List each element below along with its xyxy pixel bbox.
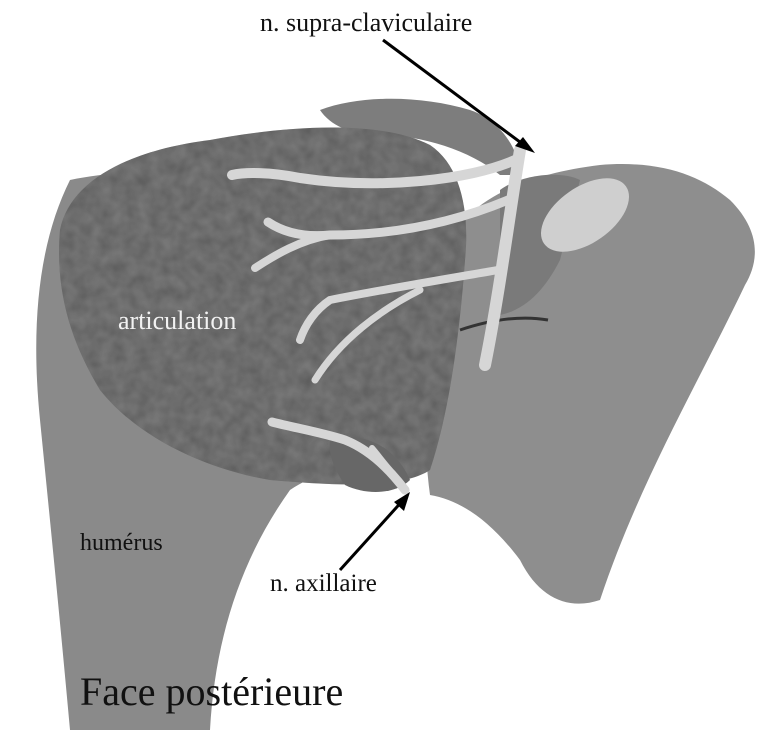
supraclavicular-label: n. supra-claviculaire [260,8,472,38]
caption-title: Face postérieure [80,668,343,715]
axillary-label: n. axillaire [270,570,377,598]
humerus-label: humérus [80,530,163,557]
axillary-pointer [340,492,410,570]
articulation-label: articulation [118,306,236,336]
